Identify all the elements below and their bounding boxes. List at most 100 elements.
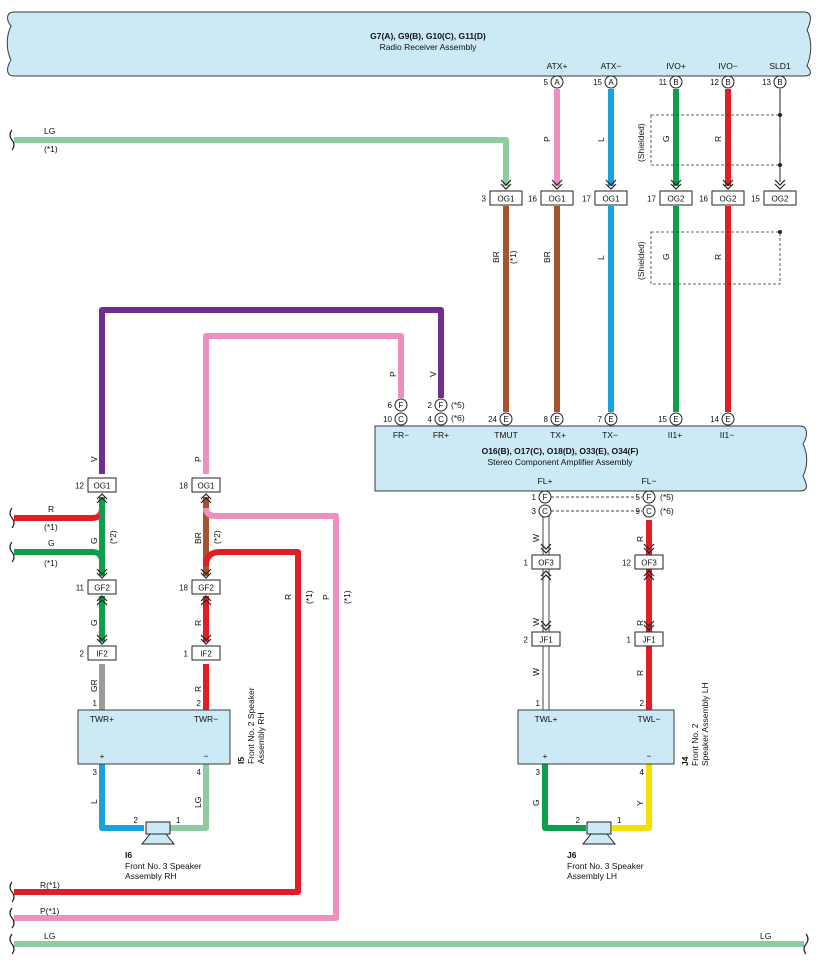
pin-number: 11 <box>659 78 668 87</box>
pin-number: 4 <box>640 768 645 777</box>
wire-y-lh <box>612 764 652 831</box>
speaker-rh-no3-code: I6 <box>125 850 132 860</box>
wire-l-rh <box>99 764 144 831</box>
connector-name: OG2 <box>772 195 789 204</box>
connector-name: OG1 <box>198 482 215 491</box>
pin-circle <box>434 412 448 426</box>
wire-label: G <box>531 799 541 806</box>
pin-letter: A <box>608 78 614 87</box>
pin-number: 3 <box>482 195 487 204</box>
pin-number: 15 <box>751 195 760 204</box>
wire-label: (*1) <box>44 144 58 154</box>
stereo-amplifier-assembly: O16(B), O17(C), O18(D), O33(E), O34(F) S… <box>374 425 808 492</box>
speaker-lh-no2-code: J4 <box>680 756 690 766</box>
chevron-down-icon <box>200 568 212 579</box>
pin-letter: C <box>542 507 548 516</box>
wire-label: G <box>661 253 671 260</box>
connector-name: IF2 <box>96 650 108 659</box>
wire-label: (*1) <box>342 590 352 604</box>
pin-number: 8 <box>544 415 549 424</box>
pin-number: 18 <box>179 482 188 491</box>
wire-label: (*2) <box>212 530 222 544</box>
amp-pin-label: TX+ <box>550 430 566 440</box>
chevron-down-icon <box>96 568 108 579</box>
pin-circle <box>669 412 683 426</box>
radio-pin-label: IVO− <box>718 61 738 71</box>
pin-number: 14 <box>710 415 719 424</box>
pin-number: 3 <box>93 768 98 777</box>
speaker-lh-no2: TWL+ TWL− + − 1 2 3 4 J4 Front No. 2 Spe… <box>517 682 710 777</box>
wire-label: P <box>388 371 398 377</box>
chevron-down-icon <box>774 179 786 190</box>
wire-label: R <box>635 536 645 542</box>
wire-g-left <box>14 549 105 563</box>
speaker-lh-no3-code: J6 <box>567 850 577 860</box>
wire-label: (Shielded) <box>636 123 646 162</box>
speaker-rh-no3-name1: Front No. 3 Speaker <box>125 861 202 871</box>
pin-circle <box>550 75 564 89</box>
wire-label: (*1) <box>44 522 58 532</box>
connector-box <box>191 645 221 661</box>
speaker-plus: + <box>100 751 105 761</box>
wire-label: W <box>531 618 541 626</box>
connector-box <box>87 477 117 493</box>
pin-number: 2 <box>428 401 433 410</box>
chevron-down-icon <box>605 179 617 190</box>
pin-number: 2 <box>197 699 202 708</box>
wire-label: (*1) <box>508 250 518 264</box>
chevron-down-icon <box>540 543 552 554</box>
pin-number: 15 <box>658 415 667 424</box>
connector-box <box>191 579 221 595</box>
wire-label: P <box>321 594 331 600</box>
pin-number: 5 <box>544 78 549 87</box>
speaker-rh-no2-name2: Assembly RH <box>256 713 266 764</box>
wire-g-lh <box>542 764 586 831</box>
wire-p-branch <box>14 507 339 921</box>
chevron-down-icon <box>643 620 655 631</box>
connector-name: OG1 <box>549 195 566 204</box>
pin-number: 4 <box>428 415 433 424</box>
shield-boxes <box>650 114 781 285</box>
pin-number: 24 <box>488 415 497 424</box>
wire-label: V <box>89 456 99 462</box>
pin-number: 17 <box>582 195 591 204</box>
pin-number: 16 <box>528 195 537 204</box>
pin-number: 5 <box>636 493 641 502</box>
wire-label: R <box>283 594 293 600</box>
wire-label: LG <box>193 797 203 808</box>
connector-box <box>87 645 117 661</box>
connector-box <box>634 554 664 570</box>
pin-number: 6 <box>388 401 393 410</box>
pin-circle <box>538 490 552 504</box>
connector-name: OF3 <box>641 559 657 568</box>
pin-letter: A <box>554 78 560 87</box>
pin-circle <box>721 412 735 426</box>
connector-box <box>489 190 523 206</box>
chevron-down-icon <box>96 634 108 645</box>
pin-number: 9 <box>636 507 641 516</box>
pin-circle <box>550 412 564 426</box>
pin-letter: F <box>399 401 404 410</box>
amp-pin-label: FL+ <box>538 476 553 486</box>
radio-receiver-assembly: G7(A), G9(B), G10(C), G11(D) Radio Recei… <box>6 11 812 77</box>
wire-label: W <box>531 668 541 676</box>
connector-name: GF2 <box>94 584 110 593</box>
chevron-down-icon <box>540 620 552 631</box>
radio-pin-label: ATX− <box>601 61 622 71</box>
connector-name: GF2 <box>198 584 214 593</box>
chevron-up-icon <box>200 595 212 606</box>
radio-pin-label: IVO+ <box>666 61 686 71</box>
wire-label: G <box>89 619 99 626</box>
pin-letter: F <box>439 401 444 410</box>
wire-label: R <box>635 620 645 626</box>
wire-label: (*6) <box>451 413 465 423</box>
chevron-up-icon <box>96 493 108 504</box>
connector-box <box>191 477 221 493</box>
pin-circle <box>642 504 656 518</box>
connector-box <box>711 190 745 206</box>
radio-title: G7(A), G9(B), G10(C), G11(D) <box>370 31 486 41</box>
speaker-minus: − <box>647 751 652 761</box>
wire-label: LG <box>760 931 771 941</box>
twl-minus-label: TWL− <box>638 714 661 724</box>
